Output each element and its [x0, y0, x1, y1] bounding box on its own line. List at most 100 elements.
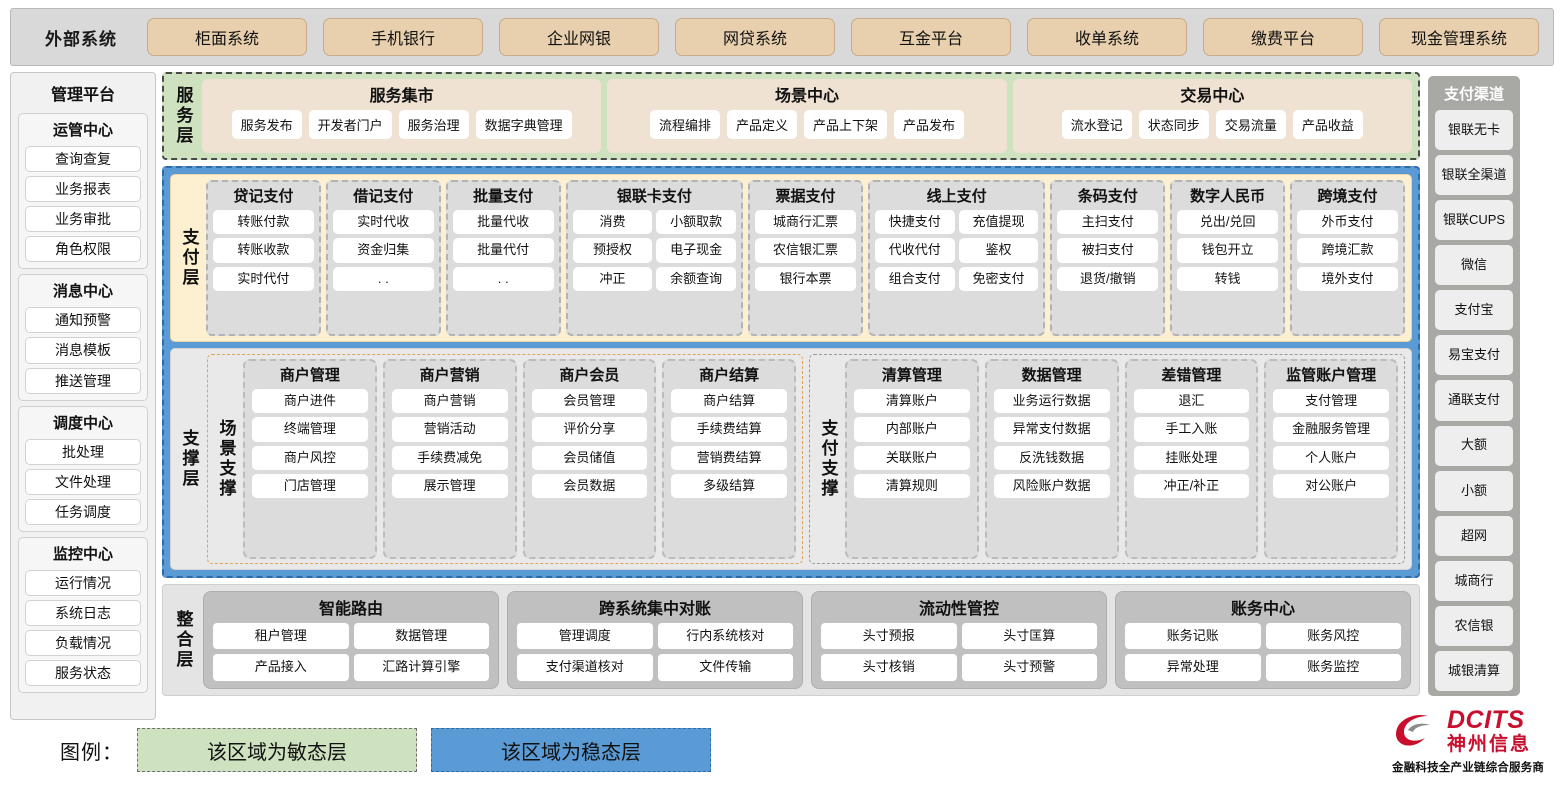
- management-item[interactable]: 推送管理: [25, 368, 141, 394]
- service-item[interactable]: 流程编排: [650, 110, 720, 139]
- payment-channel-item[interactable]: 城银清算: [1435, 651, 1513, 691]
- integration-item[interactable]: 行内系统核对: [658, 623, 794, 649]
- payment-channel-item[interactable]: 支付宝: [1435, 290, 1513, 330]
- support-item[interactable]: 退汇: [1134, 389, 1250, 413]
- payment-item[interactable]: 消费: [573, 210, 653, 234]
- integration-item[interactable]: 账务风控: [1266, 623, 1402, 649]
- service-item[interactable]: 产品收益: [1293, 110, 1363, 139]
- payment-channel-item[interactable]: 城商行: [1435, 561, 1513, 601]
- support-item[interactable]: 商户结算: [671, 389, 787, 413]
- support-item[interactable]: 反洗钱数据: [994, 446, 1110, 470]
- management-item[interactable]: 通知预警: [25, 307, 141, 333]
- integration-item[interactable]: 头寸预警: [962, 654, 1098, 680]
- service-item[interactable]: 数据字典管理: [476, 110, 572, 139]
- support-item[interactable]: 关联账户: [854, 446, 970, 470]
- payment-channel-item[interactable]: 微信: [1435, 245, 1513, 285]
- payment-item[interactable]: 主扫支付: [1057, 210, 1158, 234]
- payment-channel-item[interactable]: 通联支付: [1435, 380, 1513, 420]
- payment-item[interactable]: 跨境汇款: [1297, 238, 1398, 262]
- payment-channel-item[interactable]: 小额: [1435, 471, 1513, 511]
- management-item[interactable]: 任务调度: [25, 499, 141, 525]
- payment-item[interactable]: 电子现金: [656, 238, 736, 262]
- support-item[interactable]: 营销活动: [392, 417, 508, 441]
- payment-channel-item[interactable]: 银联全渠道: [1435, 155, 1513, 195]
- payment-item[interactable]: 转账收款: [213, 238, 314, 262]
- support-item[interactable]: 风险账户数据: [994, 474, 1110, 498]
- support-item[interactable]: 商户风控: [252, 446, 368, 470]
- external-system-chip[interactable]: 互金平台: [851, 18, 1011, 56]
- payment-item[interactable]: 钱包开立: [1177, 238, 1278, 262]
- payment-item[interactable]: 预授权: [573, 238, 653, 262]
- support-item[interactable]: 清算规则: [854, 474, 970, 498]
- payment-item[interactable]: 组合支付: [875, 267, 955, 291]
- support-item[interactable]: 门店管理: [252, 474, 368, 498]
- external-system-chip[interactable]: 企业网银: [499, 18, 659, 56]
- support-item[interactable]: 清算账户: [854, 389, 970, 413]
- payment-item[interactable]: 外币支付: [1297, 210, 1398, 234]
- management-item[interactable]: 查询查复: [25, 146, 141, 172]
- support-item[interactable]: 异常支付数据: [994, 417, 1110, 441]
- payment-item[interactable]: 代收代付: [875, 238, 955, 262]
- management-item[interactable]: 负载情况: [25, 630, 141, 656]
- payment-item[interactable]: 批量代付: [453, 238, 554, 262]
- payment-channel-item[interactable]: 银联无卡: [1435, 110, 1513, 150]
- payment-item[interactable]: 余额查询: [656, 267, 736, 291]
- payment-item[interactable]: 被扫支付: [1057, 238, 1158, 262]
- support-item[interactable]: 会员管理: [532, 389, 648, 413]
- service-item[interactable]: 服务治理: [399, 110, 469, 139]
- payment-item[interactable]: 实时代付: [213, 267, 314, 291]
- support-item[interactable]: 个人账户: [1273, 446, 1389, 470]
- payment-channel-item[interactable]: 农信银: [1435, 606, 1513, 646]
- payment-channel-item[interactable]: 易宝支付: [1435, 335, 1513, 375]
- management-item[interactable]: 服务状态: [25, 660, 141, 686]
- payment-channel-item[interactable]: 超网: [1435, 516, 1513, 556]
- support-item[interactable]: 商户营销: [392, 389, 508, 413]
- payment-channel-item[interactable]: 银联CUPS: [1435, 200, 1513, 240]
- external-system-chip[interactable]: 收单系统: [1027, 18, 1187, 56]
- support-item[interactable]: 手续费结算: [671, 417, 787, 441]
- support-item[interactable]: 展示管理: [392, 474, 508, 498]
- payment-item[interactable]: 冲正: [573, 267, 653, 291]
- integration-item[interactable]: 头寸核销: [821, 654, 957, 680]
- support-item[interactable]: 冲正/补正: [1134, 474, 1250, 498]
- payment-item[interactable]: . .: [333, 267, 434, 291]
- support-item[interactable]: 支付管理: [1273, 389, 1389, 413]
- support-item[interactable]: 评价分享: [532, 417, 648, 441]
- integration-item[interactable]: 头寸预报: [821, 623, 957, 649]
- support-item[interactable]: 营销费结算: [671, 446, 787, 470]
- payment-item[interactable]: 兑出/兑回: [1177, 210, 1278, 234]
- support-item[interactable]: 手续费减免: [392, 446, 508, 470]
- payment-item[interactable]: 境外支付: [1297, 267, 1398, 291]
- management-item[interactable]: 业务报表: [25, 176, 141, 202]
- integration-item[interactable]: 头寸匡算: [962, 623, 1098, 649]
- service-item[interactable]: 产品发布: [894, 110, 964, 139]
- support-item[interactable]: 商户进件: [252, 389, 368, 413]
- integration-item[interactable]: 账务监控: [1266, 654, 1402, 680]
- external-system-chip[interactable]: 缴费平台: [1203, 18, 1363, 56]
- service-item[interactable]: 开发者门户: [309, 110, 392, 139]
- support-item[interactable]: 内部账户: [854, 417, 970, 441]
- integration-item[interactable]: 汇路计算引擎: [354, 654, 490, 680]
- support-item[interactable]: 手工入账: [1134, 417, 1250, 441]
- integration-item[interactable]: 租户管理: [213, 623, 349, 649]
- service-item[interactable]: 交易流量: [1216, 110, 1286, 139]
- payment-item[interactable]: 转钱: [1177, 267, 1278, 291]
- support-item[interactable]: 挂账处理: [1134, 446, 1250, 470]
- external-system-chip[interactable]: 现金管理系统: [1379, 18, 1539, 56]
- support-item[interactable]: 会员数据: [532, 474, 648, 498]
- payment-item[interactable]: 资金归集: [333, 238, 434, 262]
- integration-item[interactable]: 文件传输: [658, 654, 794, 680]
- payment-item[interactable]: 充值提现: [959, 210, 1039, 234]
- support-item[interactable]: 会员储值: [532, 446, 648, 470]
- payment-item[interactable]: 免密支付: [959, 267, 1039, 291]
- management-item[interactable]: 批处理: [25, 439, 141, 465]
- integration-item[interactable]: 管理调度: [517, 623, 653, 649]
- payment-channel-item[interactable]: 大额: [1435, 426, 1513, 466]
- support-item[interactable]: 终端管理: [252, 417, 368, 441]
- payment-item[interactable]: 退货/撤销: [1057, 267, 1158, 291]
- external-system-chip[interactable]: 手机银行: [323, 18, 483, 56]
- management-item[interactable]: 角色权限: [25, 236, 141, 262]
- integration-item[interactable]: 数据管理: [354, 623, 490, 649]
- payment-item[interactable]: 转账付款: [213, 210, 314, 234]
- management-item[interactable]: 文件处理: [25, 469, 141, 495]
